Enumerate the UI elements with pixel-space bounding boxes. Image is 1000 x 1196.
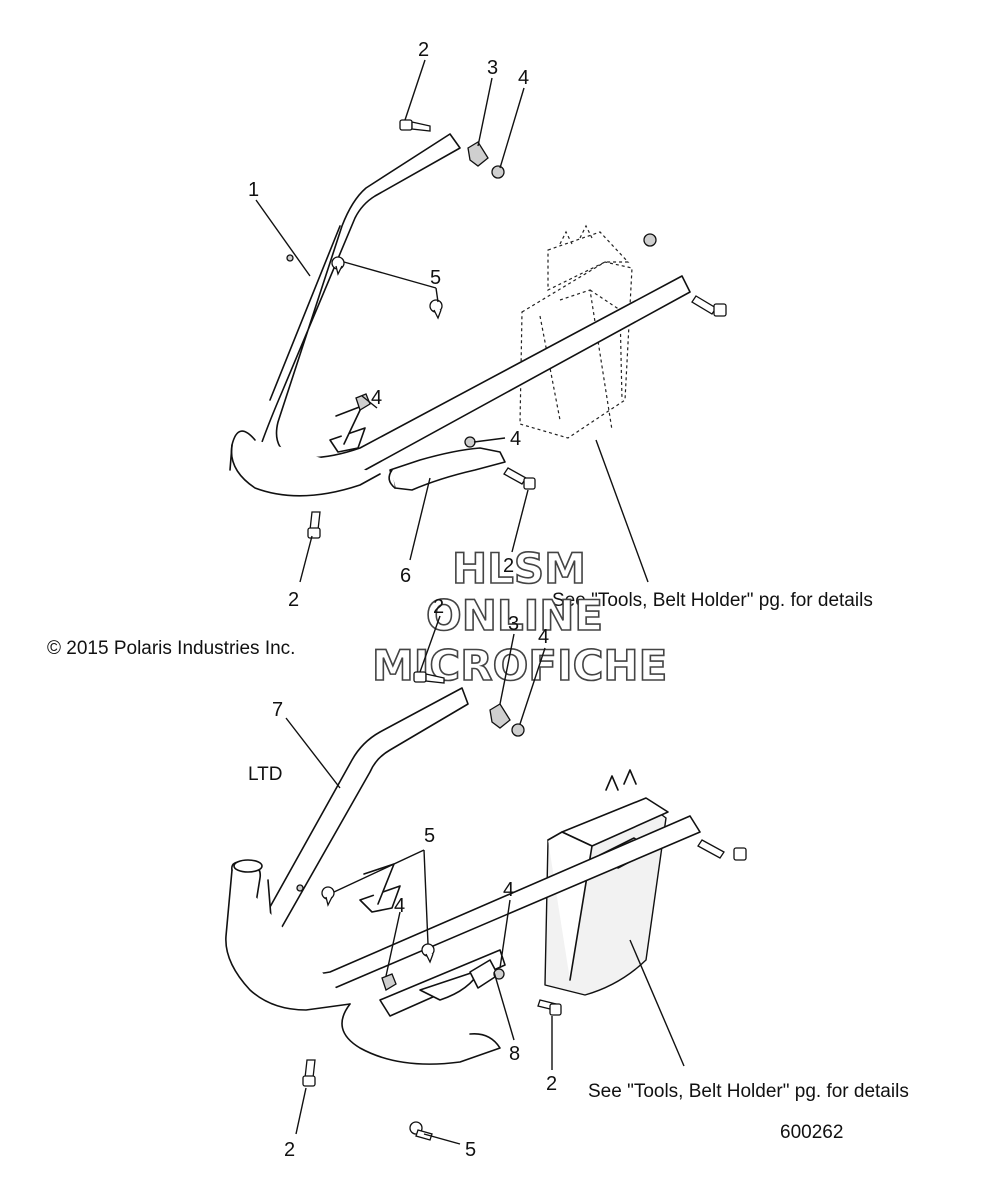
figure-number: 600262 [780, 1122, 843, 1143]
callout-bottom-8: 8 [509, 1043, 520, 1065]
callout-bottom-4a: 4 [538, 626, 549, 648]
callout-top-5: 5 [430, 267, 441, 289]
callout-bottom-4c: 4 [503, 879, 514, 901]
copyright: © 2015 Polaris Industries Inc. [47, 638, 295, 659]
watermark-line-1: HLSM [452, 544, 586, 593]
callout-bottom-2a: 2 [433, 596, 444, 618]
watermark-line-3: MICROFICHE [372, 641, 667, 690]
watermark-line-2: ONLINE [426, 591, 603, 640]
belt-holder-note-top: See "Tools, Belt Holder" pg. for details [552, 590, 873, 611]
callout-bottom-5b: 5 [465, 1139, 476, 1161]
callout-bottom-7: 7 [272, 699, 283, 721]
callout-top-3: 3 [487, 57, 498, 79]
handle-bar-1 [229, 133, 691, 497]
callout-top-4b: 4 [371, 387, 382, 409]
callout-top-2c: 2 [288, 589, 299, 611]
callout-top-2a: 2 [418, 39, 429, 61]
top-assembly: 2 3 4 1 5 4 4 2 6 2 See "Tools, Belt Hol… [229, 39, 873, 611]
leaders-top [255, 59, 649, 583]
callout-top-2b: 2 [503, 555, 514, 577]
callouts-top: 2 3 4 1 5 4 4 2 6 2 [248, 39, 529, 611]
variant-label: LTD [248, 764, 282, 785]
callouts-bottom: 2 3 4 7 5 4 4 8 2 2 5 [272, 596, 557, 1161]
bottom-assembly: 2 3 4 7 5 4 4 8 2 2 5 LTD See "Tools, Be… [225, 596, 909, 1161]
watermark: HLSM ONLINE MICROFICHE [371, 543, 668, 691]
callout-bottom-4b: 4 [394, 895, 405, 917]
callout-bottom-2b: 2 [546, 1073, 557, 1095]
callout-top-4a: 4 [518, 67, 529, 89]
callout-top-4c: 4 [510, 428, 521, 450]
callout-bottom-5a: 5 [424, 825, 435, 847]
belt-holder-note-bottom: See "Tools, Belt Holder" pg. for details [588, 1081, 909, 1102]
leaders-bottom [285, 615, 685, 1145]
callout-bottom-3: 3 [508, 613, 519, 635]
hardware-bottom [302, 671, 747, 1141]
callout-top-6: 6 [400, 565, 411, 587]
callout-top-1: 1 [248, 179, 259, 201]
callout-bottom-2c: 2 [284, 1139, 295, 1161]
tube-assembly [225, 815, 701, 1065]
hardware-top [307, 119, 727, 539]
